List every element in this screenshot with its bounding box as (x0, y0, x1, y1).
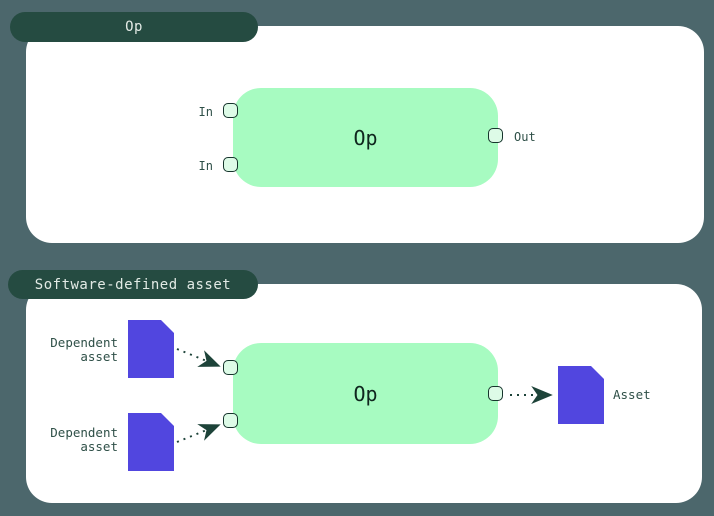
dependent-asset-label: Dependent asset (28, 336, 118, 364)
asset-label: Asset (613, 387, 651, 402)
input-handle (223, 413, 238, 428)
input-label: In (198, 105, 213, 119)
op-node-label: Op (353, 381, 378, 406)
dependent-asset-label: Dependent asset (28, 426, 118, 454)
output-handle (488, 128, 503, 143)
input-handle (223, 157, 238, 172)
output-handle (488, 386, 503, 401)
input-handle (223, 360, 238, 375)
dependent-asset-label-line2: asset (80, 349, 118, 364)
dependent-asset-icon (128, 413, 174, 471)
op-node: Op (233, 343, 498, 444)
dependent-asset-label-line1: Dependent (50, 425, 118, 440)
tab-op-label: Op (125, 19, 143, 35)
op-node-label: Op (353, 125, 378, 150)
dependent-asset-label-line2: asset (80, 439, 118, 454)
tab-op: Op (10, 12, 258, 42)
input-label: In (198, 159, 213, 173)
dependent-asset-label-line1: Dependent (50, 335, 118, 350)
dependent-asset-icon (128, 320, 174, 378)
input-handle (223, 103, 238, 118)
op-node: Op (233, 88, 498, 187)
asset-icon (558, 366, 604, 424)
output-label: Out (514, 130, 536, 144)
tab-sda-label: Software-defined asset (34, 276, 232, 293)
tab-software-defined-asset: Software-defined asset (8, 270, 258, 299)
